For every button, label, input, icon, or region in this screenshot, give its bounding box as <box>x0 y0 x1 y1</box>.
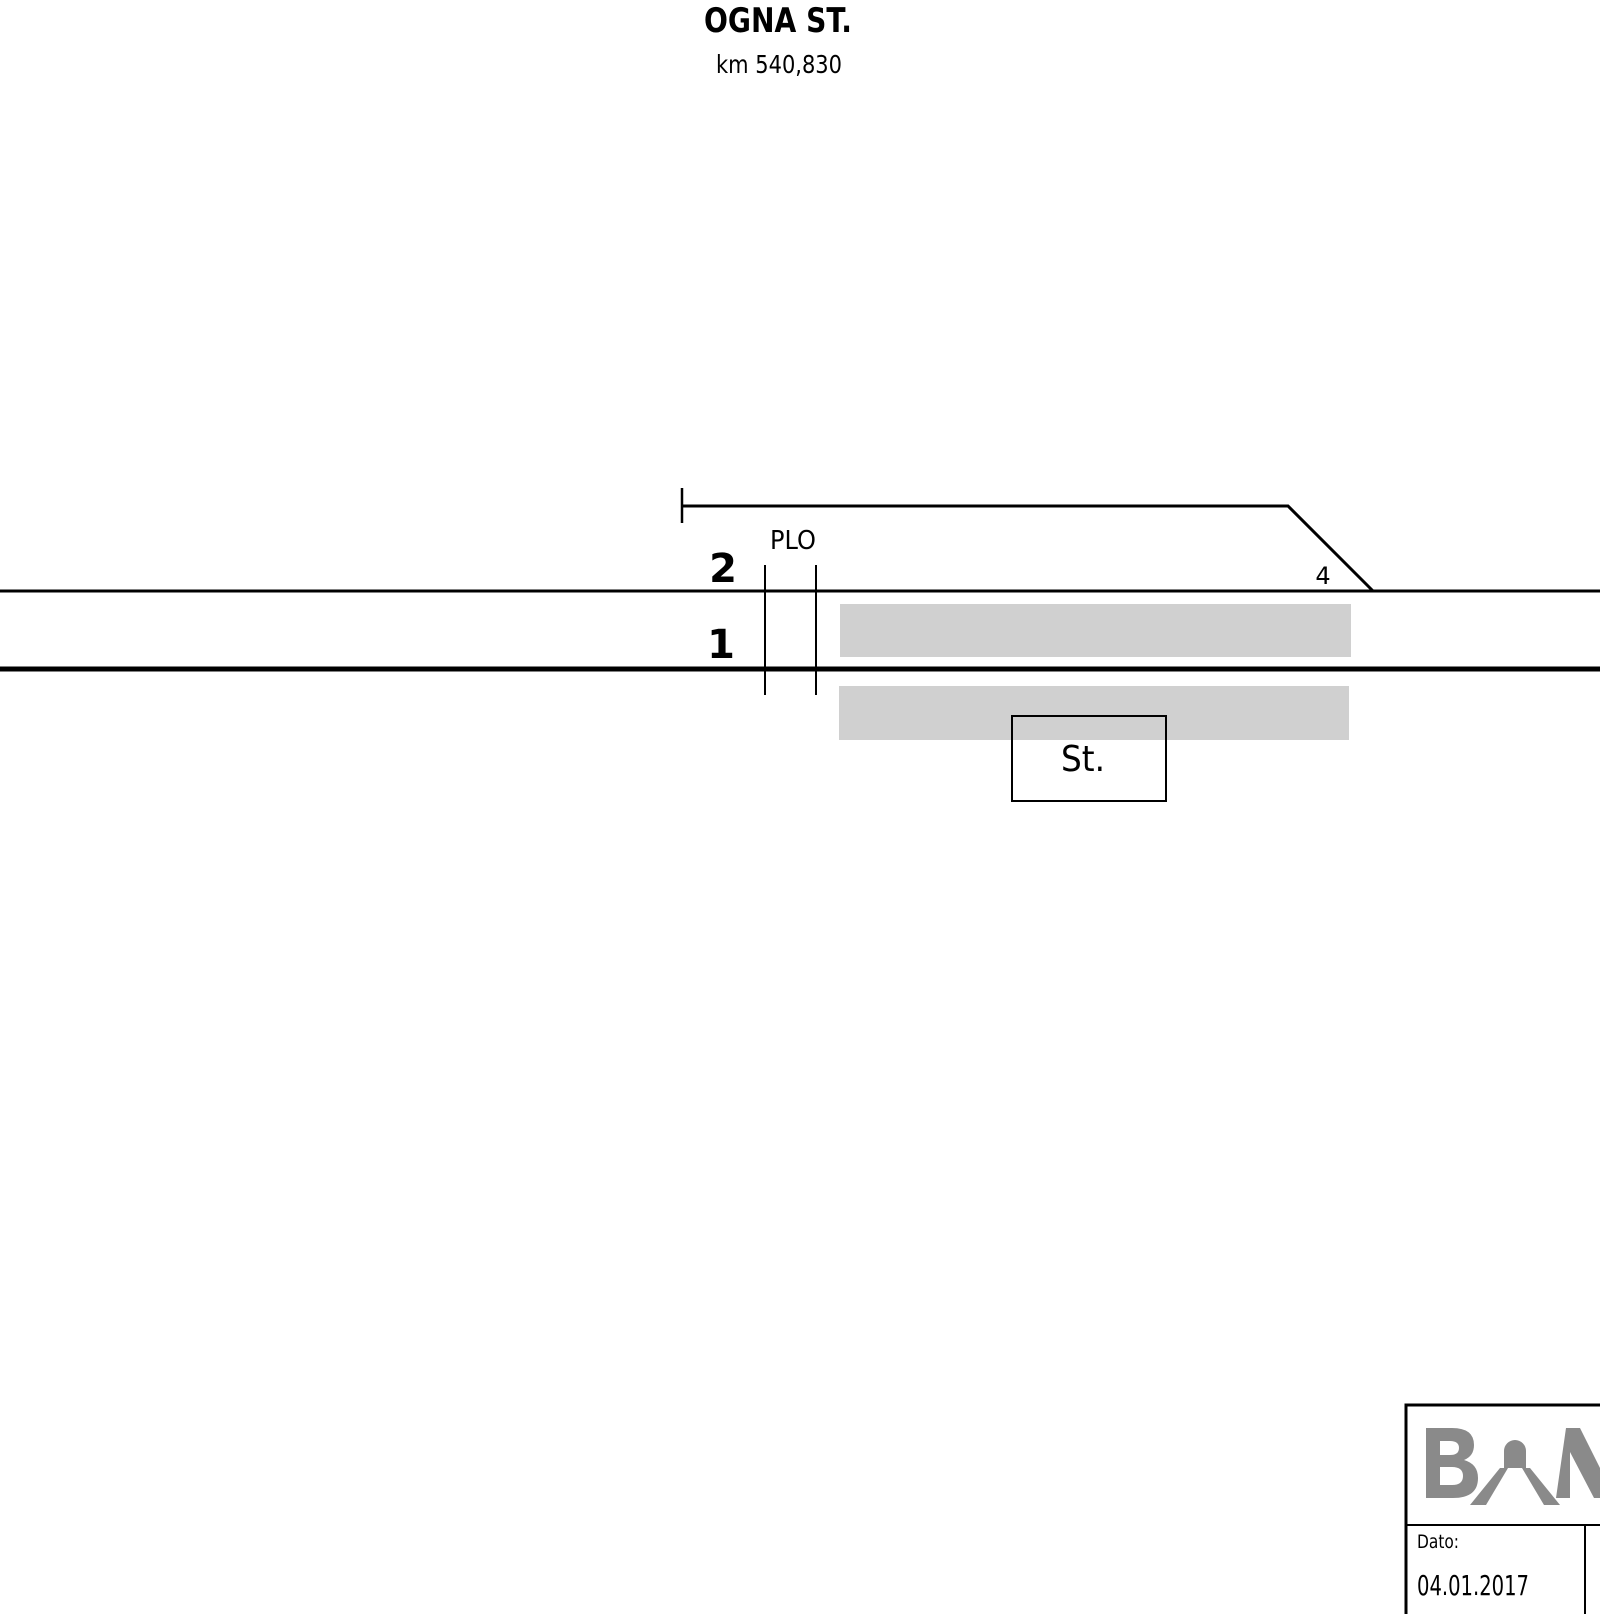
switch-number: 4 <box>1315 562 1330 590</box>
track-2-number: 2 <box>709 546 737 592</box>
platform-lower <box>839 686 1349 740</box>
station-km: km 540,830 <box>716 50 842 79</box>
station-building <box>1011 715 1167 802</box>
track-1-number: 1 <box>707 622 735 668</box>
date-value: 04.01.2017 <box>1417 1569 1529 1602</box>
station-building-label: St. <box>1061 739 1105 780</box>
bane-logo <box>1426 1428 1600 1505</box>
title-block <box>1404 1403 1600 1614</box>
platform-upper <box>840 604 1351 657</box>
siding-track <box>682 504 1375 593</box>
level-crossing-label: PLO <box>770 526 816 556</box>
station-title: OGNA ST. <box>704 1 852 41</box>
date-label: Dato: <box>1417 1531 1459 1553</box>
